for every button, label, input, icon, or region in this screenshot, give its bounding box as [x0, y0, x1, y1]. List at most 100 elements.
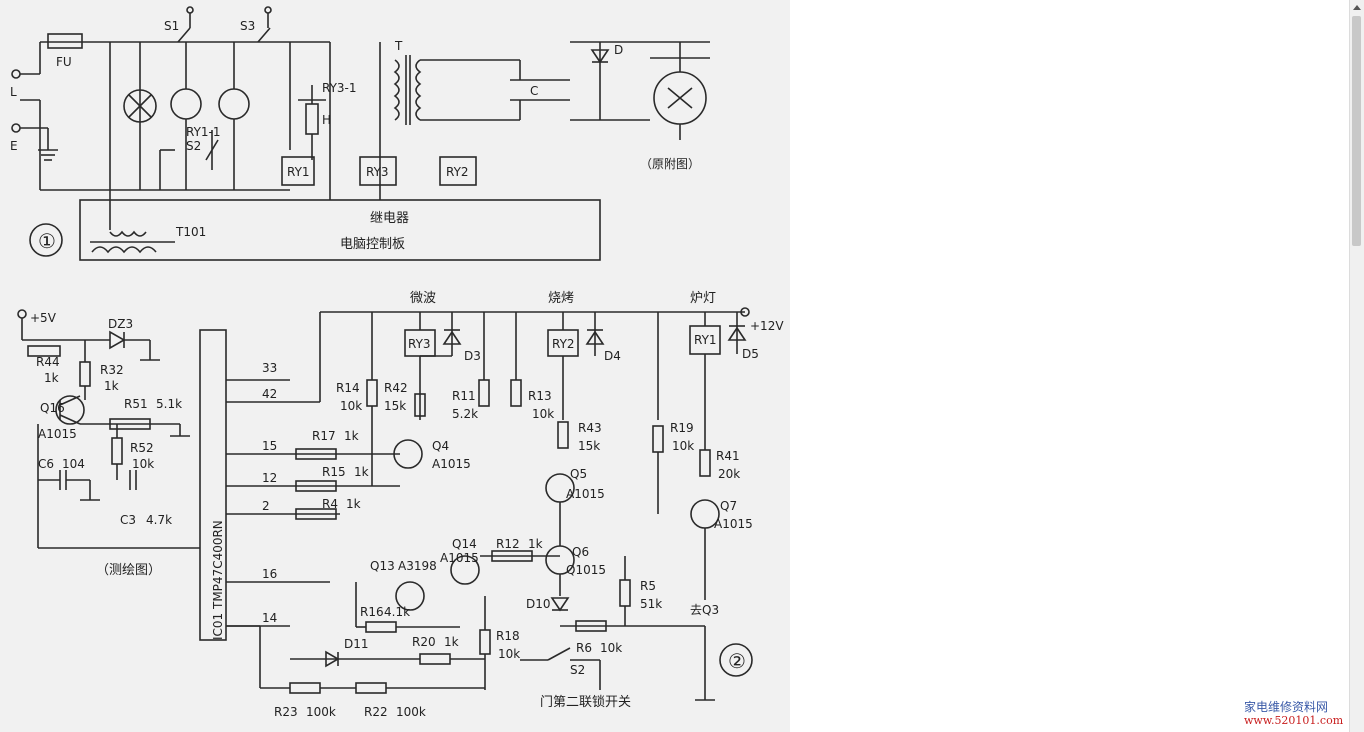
label-to-q3: 去Q3	[690, 603, 719, 617]
schematic-scan: ① FU L E S1 S3 S2 T101 T RY3-1 RY1-1 H R…	[0, 0, 790, 732]
label-r15-value: 1k	[354, 465, 369, 479]
terminal-l	[11, 69, 21, 79]
label-q5: Q5	[570, 467, 587, 481]
label-r18: R18	[496, 629, 520, 643]
relay-control-board	[79, 199, 601, 261]
circuit-diagram: ① FU L E S1 S3 S2 T101 T RY3-1 RY1-1 H R…	[10, 6, 784, 719]
label-q7: Q7	[720, 499, 737, 513]
ic-pin-42: 42	[262, 387, 277, 401]
board-relay-ry3-label: RY3	[366, 165, 389, 179]
q16-body	[55, 395, 85, 425]
label-r15: R15	[322, 465, 346, 479]
label-r16-value: 4.1k	[384, 605, 410, 619]
label-d5: D5	[742, 347, 759, 361]
label-d3: D3	[464, 349, 481, 363]
vertical-scrollbar[interactable]	[1349, 0, 1364, 732]
label-r44-value: 1k	[44, 371, 59, 385]
label-ry3: RY3	[408, 337, 431, 351]
circuit-2-marker	[719, 643, 753, 677]
capacitor-c-label: C	[530, 84, 538, 98]
r16-body	[365, 621, 397, 633]
label-r20: R20	[412, 635, 436, 649]
label-c6: C6	[38, 457, 54, 471]
label-q14: Q14	[452, 537, 477, 551]
label-q14-type: A1015	[440, 551, 479, 565]
terminal-e-label: E	[10, 139, 18, 153]
label-q5-type: A1015	[566, 487, 605, 501]
q4-body	[393, 439, 423, 469]
label-q7-type: A1015	[714, 517, 753, 531]
board-relay-ry1-label: RY1	[287, 165, 310, 179]
r4-body	[295, 508, 337, 520]
board-title-line2: 电脑控制板	[340, 237, 405, 252]
r17-body	[295, 448, 337, 460]
r44-body	[27, 345, 61, 357]
label-d10: D10	[526, 597, 551, 611]
motor-2	[218, 88, 250, 120]
ic-pin-16: 16	[262, 567, 277, 581]
label-ry1: RY1	[694, 333, 717, 347]
scroll-up-arrow-icon[interactable]	[1350, 0, 1364, 14]
r14-body	[366, 379, 378, 407]
label-d4: D4	[604, 349, 621, 363]
relay-contact-ry3-1-label: RY3-1	[322, 81, 357, 95]
label-c3-value: 4.7k	[146, 513, 172, 527]
label-r12: R12	[496, 537, 520, 551]
label-q6: Q6	[572, 545, 589, 559]
r23-body	[289, 682, 321, 694]
label-q4: Q4	[432, 439, 449, 453]
label-r11: R11	[452, 389, 476, 403]
label-r18-value: 10k	[498, 647, 520, 661]
label-r4: R4	[322, 497, 338, 511]
r6-body	[575, 620, 607, 632]
label-r42-value: 15k	[384, 399, 406, 413]
label-r41-value: 20k	[718, 467, 740, 481]
ic-pin-2: 2	[262, 499, 270, 513]
label-r23: R23	[274, 705, 298, 719]
circuit-1-marker	[29, 223, 63, 257]
r20-body	[419, 653, 451, 665]
ic-pin-14: 14	[262, 611, 277, 625]
label-dz3: DZ3	[108, 317, 133, 331]
label-r17-value: 1k	[344, 429, 359, 443]
ic01-label: IC01 TMP47C400RN	[211, 520, 225, 640]
relay-ry2-box	[439, 156, 477, 186]
label-r17: R17	[312, 429, 336, 443]
relay-contact-ry1-1-label: RY1-1	[186, 125, 221, 139]
label-r6-value: 10k	[600, 641, 622, 655]
label-microwave: 微波	[410, 291, 436, 306]
label-lamp: 炉灯	[690, 291, 716, 306]
diode-d-label: D	[614, 43, 623, 57]
motor-1	[170, 88, 202, 120]
r41-body	[699, 449, 711, 477]
transformer-t-secondary	[415, 59, 422, 121]
terminal-l-label: L	[10, 85, 17, 99]
r43-body	[557, 421, 569, 449]
label-r13-value: 10k	[532, 407, 554, 421]
r42-body	[414, 393, 426, 417]
switch-s1-label: S1	[164, 19, 179, 33]
switch-s3-label: S3	[240, 19, 255, 33]
watermark-site-name: 家电维修资料网	[1244, 700, 1329, 714]
label-door-switch: 门第二联锁开关	[540, 694, 631, 710]
label-r41: R41	[716, 449, 740, 463]
q13-body	[395, 581, 425, 611]
r19-body	[652, 425, 664, 453]
circuit-1-label: ①	[38, 229, 56, 253]
fuse-label: FU	[56, 55, 72, 69]
r11-body	[478, 379, 490, 407]
circuit-1-caption: （原附图）	[640, 157, 700, 171]
label-r51-value: 5.1k	[156, 397, 182, 411]
transformer-t101-label: T101	[175, 225, 206, 239]
ic-pin-15: 15	[262, 439, 277, 453]
label-c6-value: 104	[62, 457, 85, 471]
label-q6-type: Q1015	[566, 563, 606, 577]
scroll-thumb[interactable]	[1352, 16, 1361, 246]
label-r42: R42	[384, 381, 408, 395]
label-r4-value: 1k	[346, 497, 361, 511]
r32-body	[79, 361, 91, 387]
label-d11: D11	[344, 637, 369, 651]
label-q16: Q16	[40, 401, 65, 415]
board-title-line1: 继电器	[370, 211, 409, 226]
label-r20-value: 1k	[444, 635, 459, 649]
